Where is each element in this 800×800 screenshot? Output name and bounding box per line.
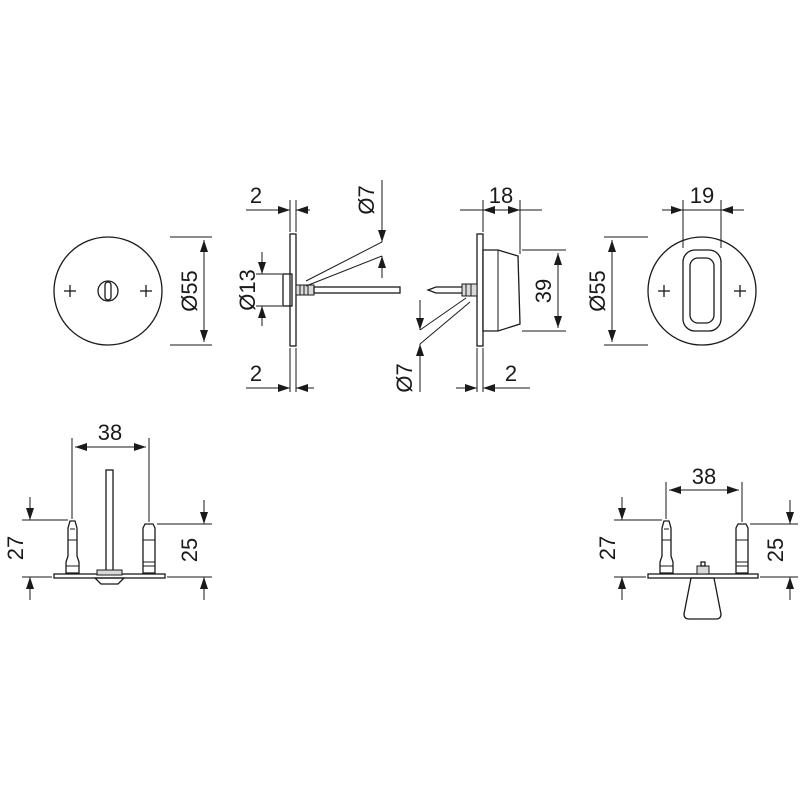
dim-label: 2 bbox=[250, 183, 262, 208]
dim-label: Ø7 bbox=[354, 185, 379, 214]
dim-label: 25 bbox=[763, 538, 788, 562]
dimension-post-height-right-outer: 27 bbox=[595, 497, 662, 600]
turn-slot bbox=[97, 280, 119, 302]
dimension-knob-height: 39 bbox=[522, 249, 566, 332]
screw-hole-left bbox=[64, 285, 76, 297]
spindle-nut bbox=[93, 577, 126, 585]
coupling bbox=[295, 284, 315, 296]
dim-label: 39 bbox=[531, 279, 556, 303]
rosette-front-view-right: 19 Ø55 bbox=[585, 183, 757, 346]
dim-label: 18 bbox=[489, 183, 513, 208]
rosette-plate bbox=[289, 233, 297, 347]
dimension-plate-thickness-bottom: 2 bbox=[246, 348, 314, 392]
dim-label: 2 bbox=[250, 361, 262, 386]
side-view-turn-piece: 2 2 Ø13 Ø7 bbox=[235, 180, 401, 392]
dimension-screw-spacing-left: 38 bbox=[71, 420, 150, 522]
dimension-plate-thickness-top: 2 bbox=[246, 183, 310, 232]
rosette-outline bbox=[53, 236, 163, 346]
spindle bbox=[105, 469, 114, 573]
screw-hole-right bbox=[140, 285, 152, 297]
fixing-post-right bbox=[735, 523, 749, 574]
dimension-knob-plate-thickness: 2 bbox=[456, 348, 530, 392]
knob-body bbox=[683, 577, 722, 620]
fixing-post-right bbox=[142, 523, 156, 574]
knob-rosette-plate bbox=[476, 233, 484, 347]
boss bbox=[282, 273, 293, 307]
dim-label: 2 bbox=[505, 361, 517, 386]
knob-hub bbox=[696, 565, 710, 575]
fixing-post-left bbox=[659, 520, 674, 574]
knob-leader bbox=[419, 297, 467, 331]
dimension-spindle-hole-diameter: Ø13 bbox=[235, 252, 282, 326]
side-view-knob: 18 39 2 Ø7 bbox=[392, 183, 566, 393]
dimension-post-height-right-inner: 25 bbox=[750, 500, 798, 600]
dimension-knob-width: 19 bbox=[662, 183, 744, 248]
dimension-post-height-left-inner: 25 bbox=[157, 500, 212, 600]
dimension-screw-spacing-right: 38 bbox=[665, 464, 743, 522]
dim-label: 27 bbox=[3, 536, 28, 560]
dim-label: Ø55 bbox=[177, 270, 202, 312]
spindle-hub bbox=[96, 569, 123, 576]
dim-label: 38 bbox=[692, 464, 716, 489]
leader bbox=[305, 241, 383, 282]
screw-hole-right bbox=[734, 285, 746, 297]
dim-label: 27 bbox=[595, 536, 620, 560]
dimension-rosette-diameter-right: Ø55 bbox=[585, 236, 648, 346]
fixing-post-left bbox=[65, 520, 80, 574]
dimension-knob-depth: 18 bbox=[460, 183, 542, 254]
dimension-spindle-diameter-lower: Ø7 bbox=[392, 300, 424, 393]
dim-label: 38 bbox=[98, 420, 122, 445]
dim-label: Ø7 bbox=[392, 363, 417, 392]
knob-spindle bbox=[426, 286, 462, 294]
rosette-outline bbox=[647, 236, 757, 346]
dim-label: Ø55 bbox=[585, 270, 610, 312]
dim-label: 25 bbox=[177, 538, 202, 562]
dimension-post-height-left-outer: 27 bbox=[3, 497, 68, 600]
dim-label: 19 bbox=[690, 183, 714, 208]
dim-label: Ø13 bbox=[235, 269, 260, 311]
dimension-rosette-diameter-left: Ø55 bbox=[170, 236, 212, 346]
knob-body bbox=[482, 249, 521, 332]
dimension-spindle-diameter-upper: Ø7 bbox=[354, 180, 386, 278]
rosette-front-view-left: Ø55 bbox=[53, 236, 212, 346]
top-view-knob: 38 27 25 bbox=[595, 464, 798, 620]
screw-hole-left bbox=[658, 285, 670, 297]
knob-coupling bbox=[461, 283, 478, 297]
turn-knob bbox=[682, 249, 722, 332]
top-view-turn-piece: 38 27 25 bbox=[3, 420, 212, 600]
spindle bbox=[313, 286, 401, 294]
